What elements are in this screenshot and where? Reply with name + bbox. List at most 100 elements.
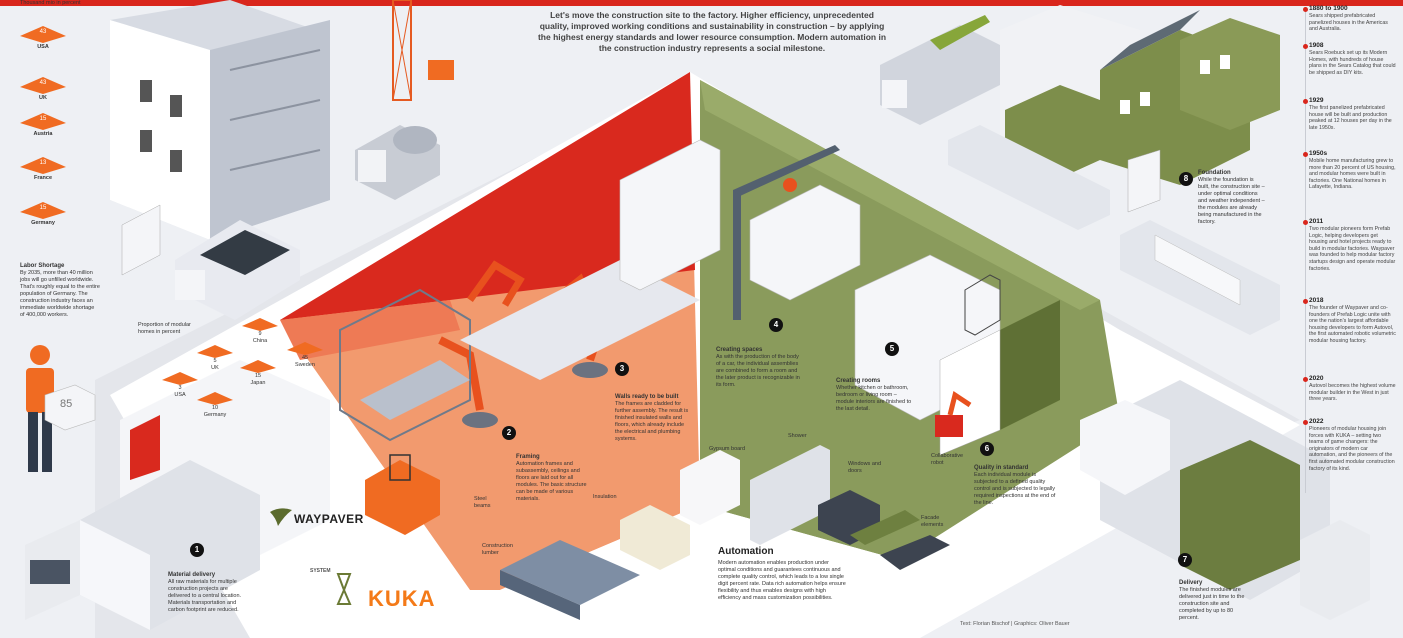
labor-shortage-text: By 2035, more than 40 million jobs will … (20, 270, 100, 318)
modular-share-icon (242, 318, 278, 331)
step-title: Material delivery (168, 572, 216, 578)
step-title: Walls ready to be built (615, 394, 679, 400)
left-top-caption: Thousand mio in percent (20, 0, 81, 6)
timeline-desc: Two modular pioneers form Prefab Logic, … (1309, 226, 1396, 272)
modular-share-country: China (252, 338, 268, 344)
modular-share-value: 45 (301, 355, 309, 361)
timeline-line (1305, 8, 1306, 493)
label-collaborative-robot: Collaborative robot (931, 453, 964, 466)
worker-figure (26, 345, 96, 472)
modular-share-icon (197, 392, 233, 405)
facade-panels (850, 510, 920, 545)
headline: Let's move the construction site to the … (537, 10, 887, 53)
timeline-dot (1303, 420, 1308, 425)
modular-houses (1000, 5, 1280, 185)
roof-pill-icon (20, 157, 66, 174)
country-value: 15 (39, 205, 47, 211)
waypaver-wordmark: WAYPAVER (294, 512, 364, 526)
step-title: Foundation (1198, 170, 1231, 176)
timeline-year: 1908 (1309, 42, 1324, 49)
country-label: Germany (31, 220, 55, 226)
proportion-title: Proportion of modular homes in percent (138, 322, 191, 335)
timeline-desc: Sears shipped prefabricated panelized ho… (1309, 13, 1388, 33)
framing-jig (339, 288, 471, 442)
roof-pill-icon (20, 26, 66, 43)
modular-share-value: 5 (213, 358, 217, 364)
collaborative-robot (935, 390, 972, 437)
step-title: Creating spaces (716, 347, 763, 353)
timeline-year: 1950s (1309, 150, 1328, 157)
modular-share-value: 10 (211, 405, 219, 411)
labor-shortage-box: Labor Shortage By 2035, more than 40 mil… (20, 263, 100, 319)
insulation-stack (620, 505, 690, 570)
step-marker: 8 (1179, 172, 1193, 186)
timeline-dot (1303, 99, 1308, 104)
country-value: 15 (39, 116, 47, 122)
waypaver-bird-icon (270, 508, 292, 526)
step-marker: 7 (1178, 553, 1192, 567)
step-marker: 3 (615, 362, 629, 376)
step-marker: 4 (769, 318, 783, 332)
modular-share-country: USA (174, 392, 186, 398)
timeline-dot (1303, 152, 1308, 157)
red-back-wall (280, 72, 695, 320)
modular-share-icon (197, 345, 233, 358)
step-title: Quality in standard (974, 465, 1029, 471)
modular-share-value: 15 (254, 373, 262, 379)
label-windows-doors: Windows and doors (848, 461, 882, 474)
automation-title: Automation (718, 546, 774, 557)
timeline-dot (1303, 299, 1308, 304)
timeline-dot (1303, 220, 1308, 225)
crane-truck (880, 15, 1000, 125)
credit-line: Text: Florian Bischof | Graphics: Oliver… (960, 621, 1070, 627)
delivery-truck-left (25, 460, 260, 630)
label-facade: Facade elements (921, 515, 944, 528)
waypaver-logo (268, 506, 294, 533)
label-shower: Shower (788, 433, 807, 439)
labor-shortage-title: Labor Shortage (20, 263, 65, 269)
roof-pill-icon (20, 113, 66, 130)
step-text: As with the production of the body of a … (716, 354, 800, 388)
country-label: USA (37, 44, 49, 50)
country-value: 43 (39, 29, 47, 35)
top-accent-bar (0, 0, 1403, 6)
room-modules (619, 139, 1060, 456)
timeline-desc: Mobile home manufacturing grew to more t… (1309, 158, 1396, 191)
modular-share-country: Japan (250, 380, 266, 386)
step-marker: 2 (502, 426, 516, 440)
timeline-dot (1303, 7, 1308, 12)
flatbed-truck (948, 125, 1110, 230)
worker-block-number: 85 (60, 398, 73, 410)
country-value: 43 (39, 80, 47, 86)
automation-text: Modern automation enables production und… (718, 560, 846, 601)
step-title: Delivery (1179, 580, 1203, 586)
system-wordmark: SYSTEM (310, 568, 331, 574)
apartment-building (110, 0, 330, 240)
modular-share-country: Germany (203, 412, 227, 418)
step-marker: 6 (980, 442, 994, 456)
step-marker: 5 (885, 342, 899, 356)
timeline-desc: Autovol becomes the highest volume modul… (1309, 383, 1396, 403)
timeline-dot (1303, 377, 1308, 382)
timeline-year: 1880 to 1900 (1309, 5, 1348, 12)
step-text: All raw materials for multiple construct… (168, 579, 242, 613)
gantry-crane (733, 145, 840, 320)
timeline-dot (1303, 44, 1308, 49)
timeline-year: 2022 (1309, 418, 1324, 425)
modular-share-icon (287, 342, 323, 355)
timeline-year: 1929 (1309, 97, 1324, 104)
label-steel-beams: Steel beams (474, 496, 491, 509)
